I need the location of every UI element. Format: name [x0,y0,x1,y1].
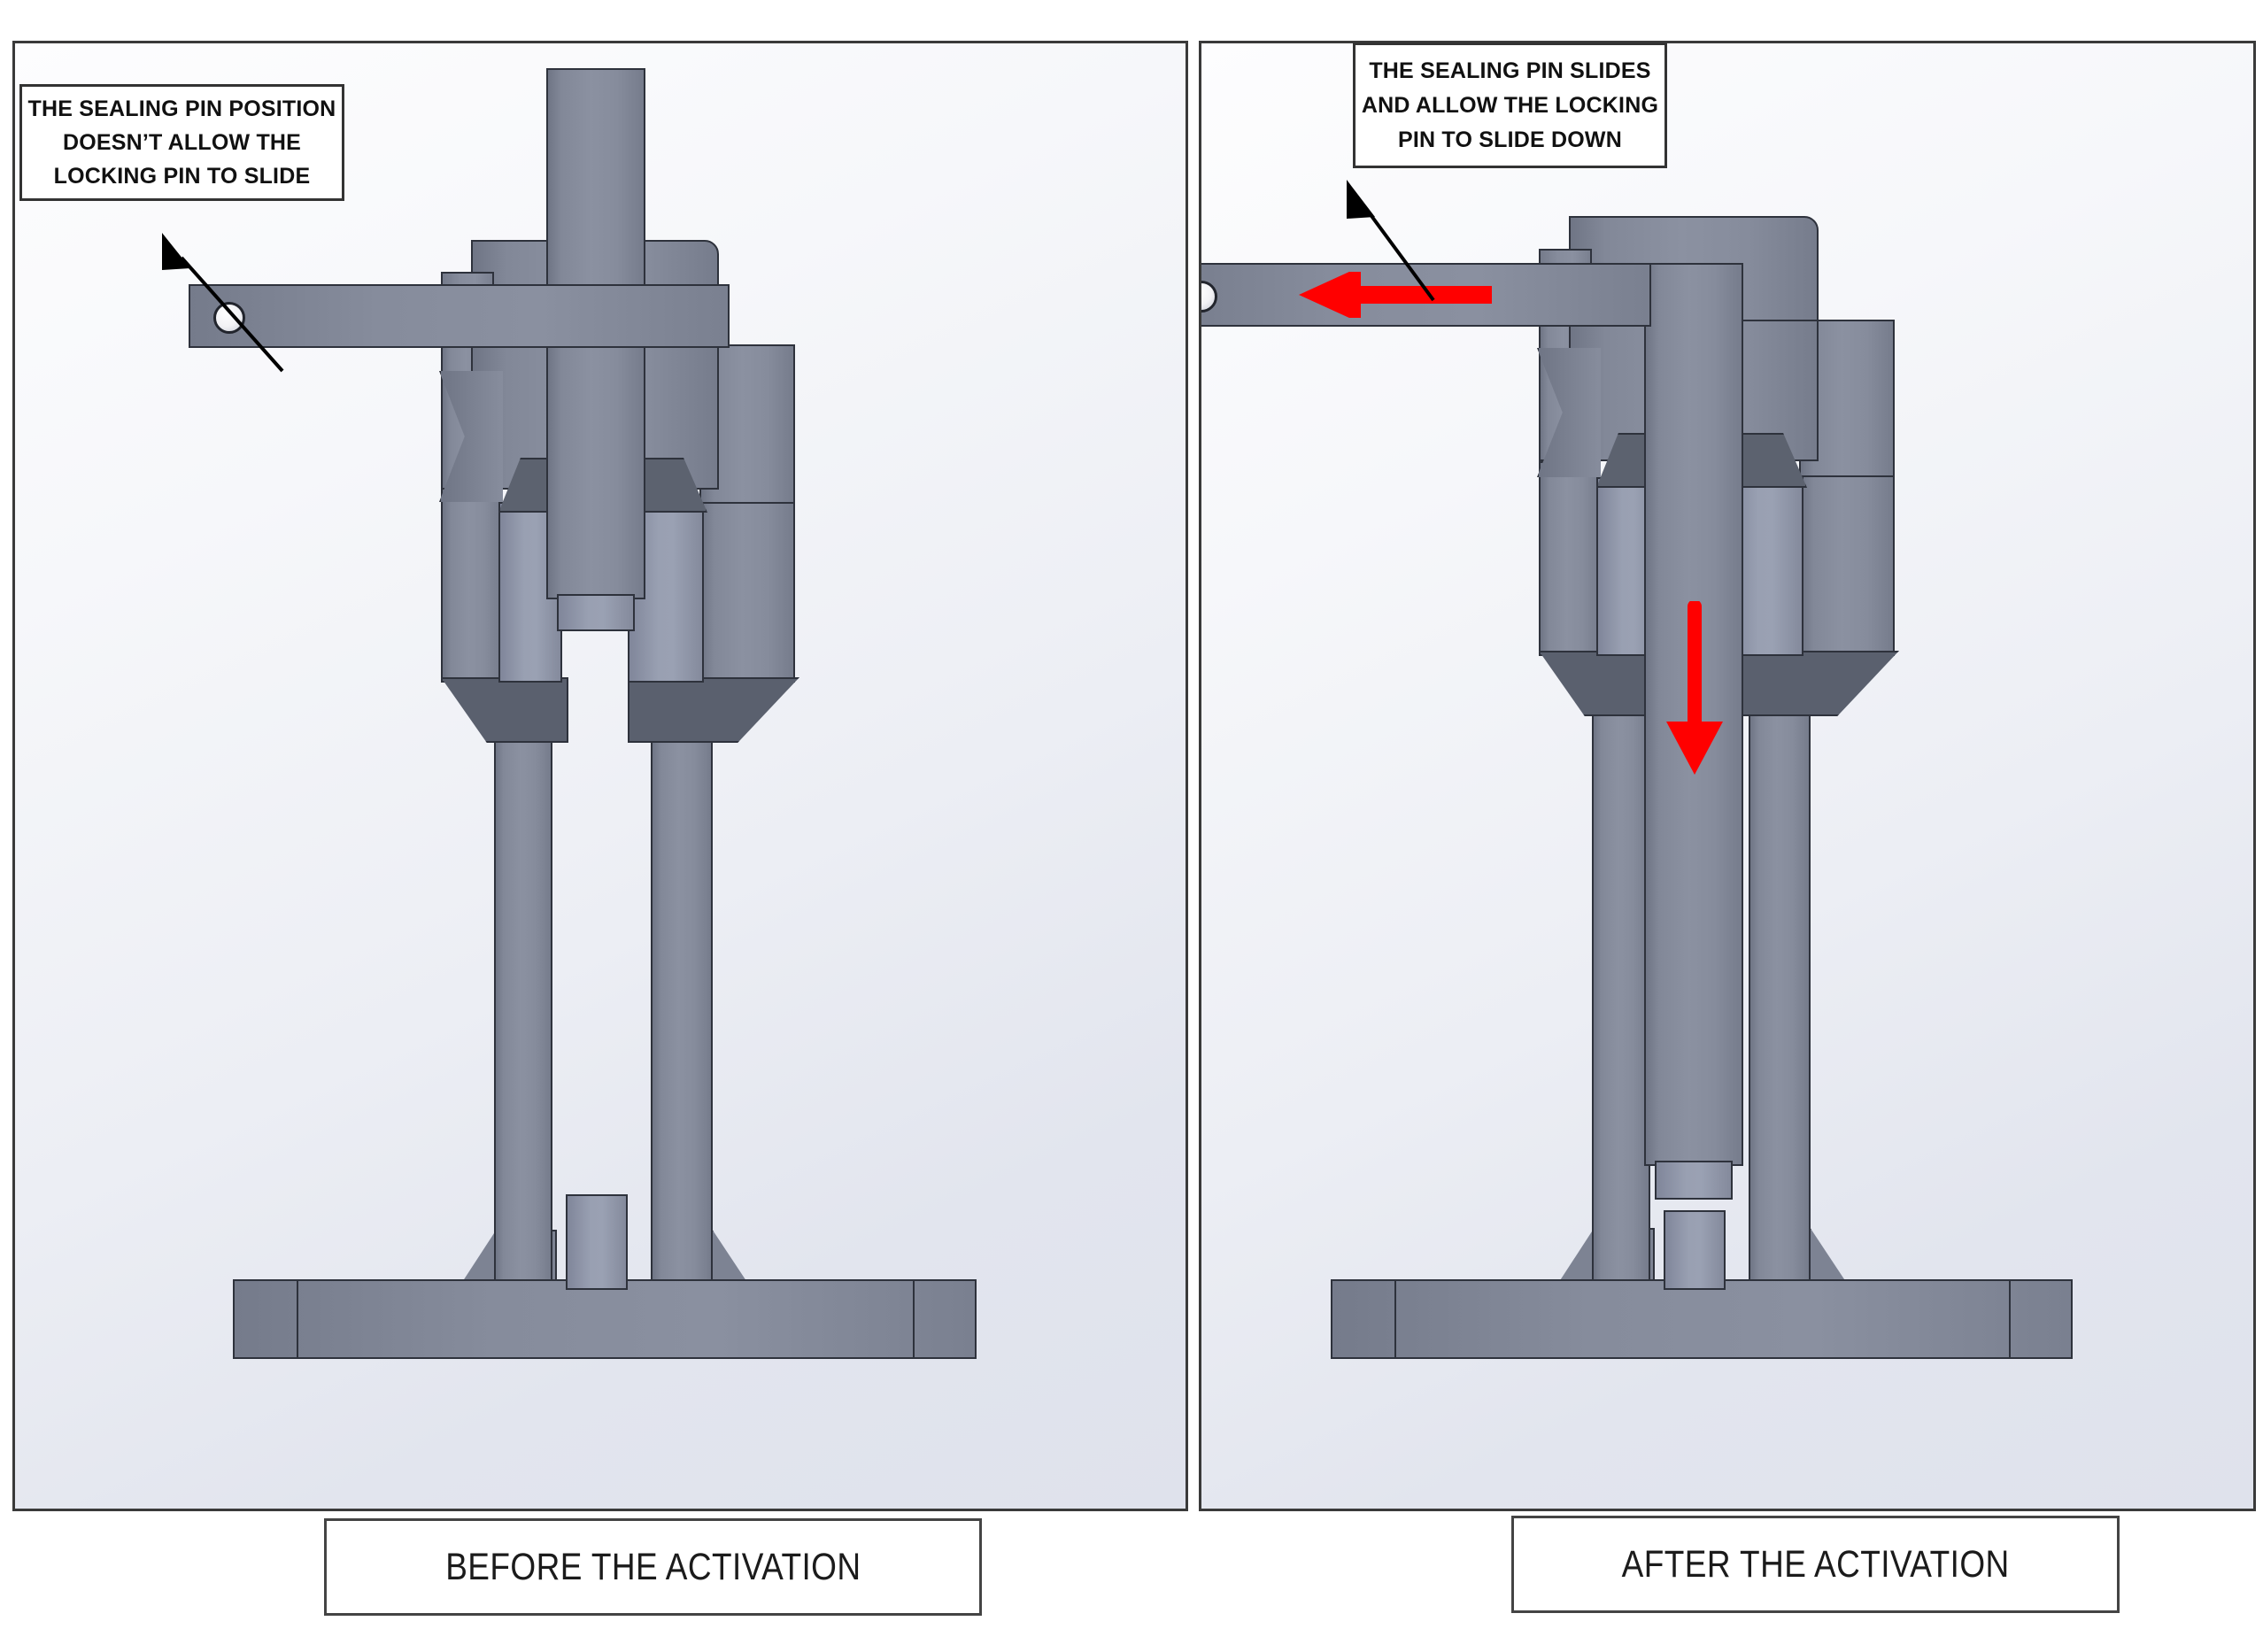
locking-pin-lower-nose [1655,1161,1733,1200]
right-callout-line-2: AND ALLOW THE LOCKING [1361,92,1659,118]
before-activation-caption-label: BEFORE THE ACTIVATION [444,1545,861,1588]
sealing-pin-bar-hole [213,302,245,334]
base-plate-left-edge-line [1394,1281,1396,1357]
leg-left [1592,706,1650,1283]
housing-right-taper [628,677,799,743]
sealing-pin-slide-arrow [1299,272,1492,318]
locking-pin-lower-nose [557,594,635,631]
right-callout-line-1: THE SEALING PIN SLIDES [1369,58,1651,83]
base-plate-right-edge-line [913,1281,915,1357]
before-activation-caption: BEFORE THE ACTIVATION [324,1518,982,1616]
leg-right [651,732,713,1283]
base-plate-right-edge-line [2009,1281,2011,1357]
leg-right [1749,706,1811,1283]
leg-left [494,732,552,1283]
base-plate [1331,1279,2073,1359]
after-activation-caption: AFTER THE ACTIVATION [1511,1516,2120,1613]
base-boss [566,1194,628,1290]
left-callout-box: THE SEALING PIN POSITION DOESN’T ALLOW T… [19,84,344,201]
left-callout-line-1: THE SEALING PIN POSITION [27,96,336,121]
housing-lower-right-wall [699,486,795,683]
base-plate-left-edge-line [297,1281,298,1357]
base-plate [233,1279,977,1359]
left-callout-line-2: DOESN’T ALLOW THE [62,130,302,155]
sealing-pin-bar [189,284,730,348]
locking-pin-slide-arrow [1666,601,1723,775]
after-activation-caption-label: AFTER THE ACTIVATION [1621,1542,2010,1586]
right-callout-box: THE SEALING PIN SLIDES AND ALLOW THE LOC… [1353,42,1667,168]
housing-lower-left-wall [1539,461,1601,656]
right-callout-line-3: PIN TO SLIDE DOWN [1398,127,1622,152]
housing-left-taper [441,677,568,743]
housing-lower-right-wall [1799,461,1895,656]
housing-lower-left-wall [441,486,503,683]
base-boss [1664,1210,1726,1290]
before-activation-panel [12,41,1188,1511]
housing-right-taper [1727,651,1899,716]
left-callout-line-3: LOCKING PIN TO SLIDE [53,164,311,189]
after-activation-panel [1199,41,2256,1511]
